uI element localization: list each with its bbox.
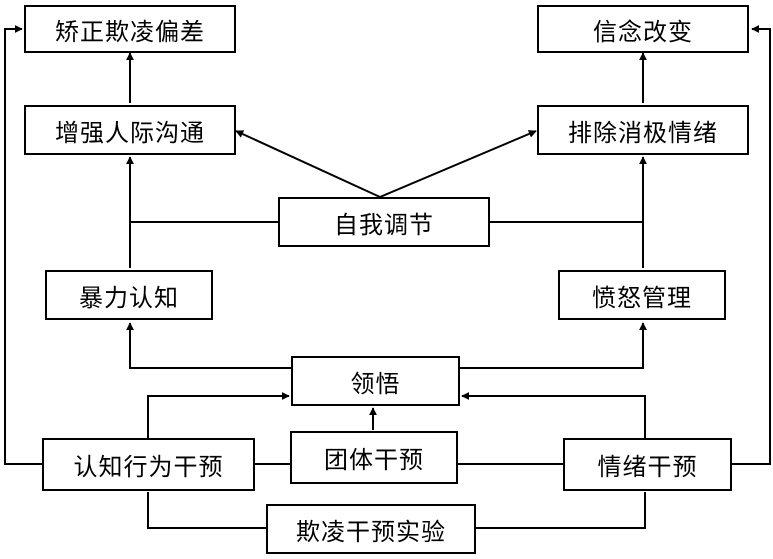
arrow-cbt-to-bias (4, 25, 42, 465)
node-belief-change: 信念改变 (537, 5, 749, 53)
node-anger-management: 愤怒管理 (558, 270, 726, 320)
node-improve-communication: 增强人际沟通 (24, 105, 236, 155)
arrow-emotion-to-insight (461, 392, 646, 438)
node-remove-negative-emotion: 排除消极情绪 (537, 105, 749, 155)
node-violence-cognition: 暴力认知 (45, 270, 213, 320)
arrow-insight-to-anger (460, 322, 647, 369)
arrow-selfreg-to-remove (379, 130, 537, 198)
node-emotion-intervention: 情绪干预 (563, 438, 732, 491)
arrow-insight-to-violence (126, 322, 291, 369)
line-experiment-right (476, 492, 646, 529)
arrow-selfreg-to-comm (235, 130, 381, 198)
node-self-regulation: 自我调节 (278, 197, 490, 247)
line-experiment-left (147, 492, 266, 529)
node-correct-bias: 矫正欺凌偏差 (24, 5, 236, 53)
arrow-cbt-to-insight (147, 392, 290, 438)
node-bullying-intervention-experiment: 欺凌干预实验 (266, 504, 476, 554)
node-group-intervention: 团体干预 (290, 431, 458, 484)
node-cbt-intervention: 认知行为干预 (42, 438, 255, 491)
arrow-emotion-to-belief (732, 25, 771, 465)
node-insight: 领悟 (291, 356, 460, 406)
